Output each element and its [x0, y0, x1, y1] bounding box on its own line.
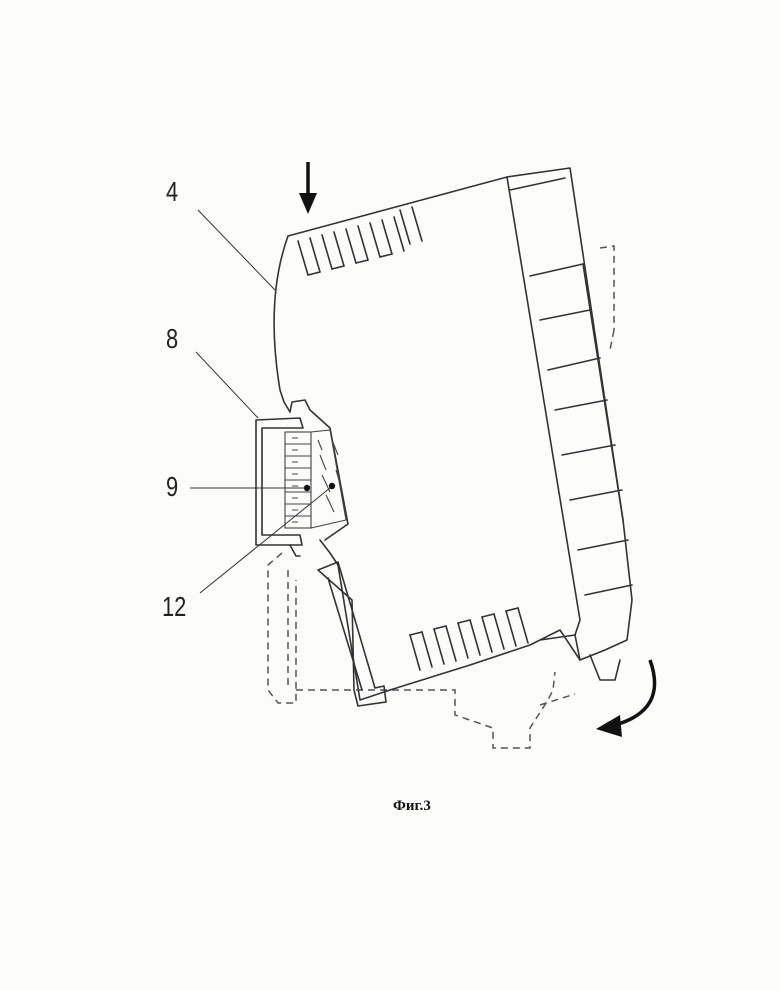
figure-caption: Фиг.3: [393, 798, 431, 815]
latch-foot: [540, 635, 620, 680]
terminal-blocks: [510, 178, 632, 595]
label-8: 8: [166, 325, 178, 353]
label-12: 12: [162, 593, 186, 621]
label-4: 4: [166, 178, 178, 206]
label-9: 9: [166, 473, 178, 501]
release-lever: [318, 562, 386, 706]
rotation-arrow: [596, 660, 655, 737]
push-down-arrow: [299, 162, 317, 214]
housing-4: [274, 168, 632, 700]
contact-module: [285, 430, 346, 528]
leader-lines: [190, 210, 330, 593]
din-rail-clip-8: [256, 418, 303, 556]
bottom-vent-slots: [410, 608, 528, 670]
previous-position-outline: [268, 246, 614, 748]
